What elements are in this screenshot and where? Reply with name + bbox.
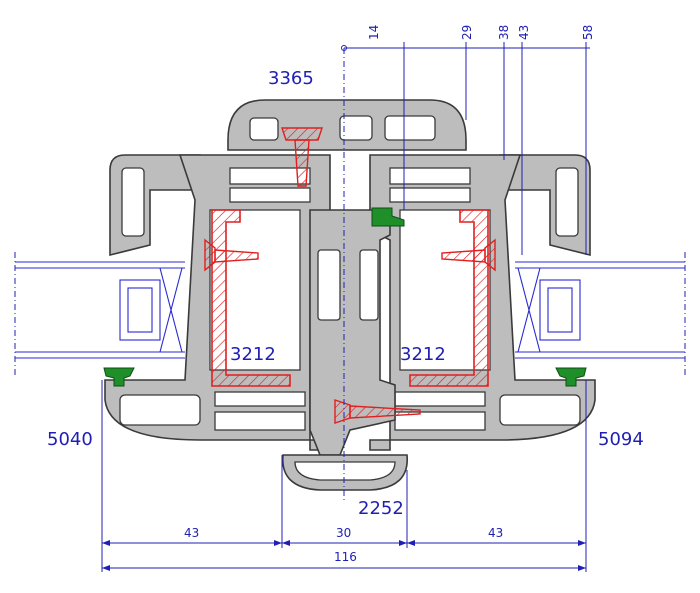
label-5094: 5094 <box>598 429 644 450</box>
dim-30: 30 <box>336 526 351 540</box>
top-dimension-chain: 14 29 38 43 58 <box>344 25 595 255</box>
left-bead-profile <box>109 154 201 257</box>
central-mullion <box>309 209 396 456</box>
label-5040: 5040 <box>47 429 93 450</box>
glazing-right <box>515 252 686 375</box>
screw-right <box>441 238 496 272</box>
steel-reinforcement-right <box>409 209 489 387</box>
dim-14: 14 <box>367 25 381 40</box>
dim-43-top: 43 <box>517 25 531 40</box>
label-2252: 2252 <box>358 498 404 519</box>
dim-43-right: 43 <box>488 526 503 540</box>
label-3365: 3365 <box>268 68 314 89</box>
label-3212-right: 3212 <box>400 344 446 365</box>
glazing-left <box>14 252 185 375</box>
dim-29: 29 <box>460 25 474 40</box>
screw-top <box>281 127 323 187</box>
screw-bottom <box>334 399 421 424</box>
steel-reinforcement-left <box>211 209 291 387</box>
dim-38: 38 <box>497 25 511 40</box>
dim-43-left: 43 <box>184 526 199 540</box>
bottom-dimension-chain: 43 30 43 116 <box>101 380 587 572</box>
bottom-cap-profile <box>282 454 408 491</box>
top-cover-profile <box>227 99 467 151</box>
label-3212-left: 3212 <box>230 344 276 365</box>
screw-left <box>204 238 259 272</box>
dim-116: 116 <box>334 550 357 564</box>
gaskets <box>103 207 587 387</box>
dim-58: 58 <box>581 25 595 40</box>
